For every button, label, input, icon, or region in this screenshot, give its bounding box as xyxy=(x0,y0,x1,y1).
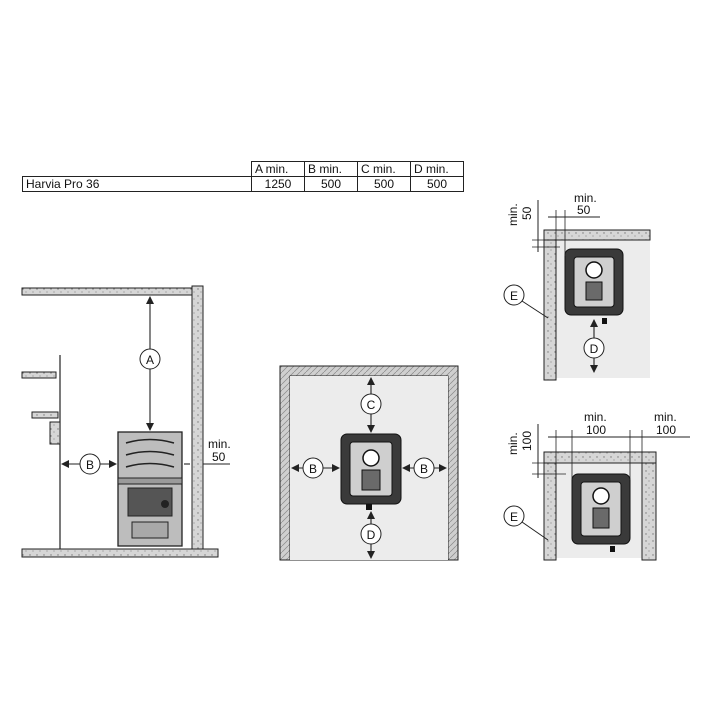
bench-step xyxy=(49,421,61,445)
floor xyxy=(21,548,219,558)
label-min-side: min. xyxy=(208,437,231,451)
dimensions-table: A min. B min. C min. D min. Harvia Pro 3… xyxy=(22,161,464,192)
label-min-v2: min. xyxy=(506,432,520,455)
label-min-h3: min. xyxy=(654,410,677,424)
wall-right-2 xyxy=(641,462,657,561)
side-wall xyxy=(191,285,204,551)
label-100-v2: 100 xyxy=(520,431,534,451)
model-name: Harvia Pro 36 xyxy=(22,176,252,192)
wall-top-2 xyxy=(543,451,657,464)
label-b-circle xyxy=(79,453,101,475)
value-b: 500 xyxy=(304,176,358,192)
top-view-center: C D B B xyxy=(279,365,459,561)
label-min-h1: min. xyxy=(574,191,597,205)
label-e-circle-2 xyxy=(503,505,525,527)
label-d-corner-circle xyxy=(583,337,605,359)
label-e-2: E xyxy=(510,510,518,524)
label-b-right-circle xyxy=(413,457,435,479)
label-50-v1: 50 xyxy=(520,206,534,220)
stove-top-center xyxy=(340,433,402,510)
wall-left xyxy=(543,239,557,381)
label-d-corner: D xyxy=(590,342,599,356)
corner-view-bottom: min. 100 min. 100 min. 100 E xyxy=(503,410,690,561)
label-min-h2: min. xyxy=(584,410,607,424)
stove-top-corner-2 xyxy=(571,473,631,552)
value-a: 1250 xyxy=(251,176,305,192)
side-view: A B min. 50 xyxy=(21,285,231,558)
label-b: B xyxy=(86,458,94,472)
label-100-h2: 100 xyxy=(586,423,606,437)
label-e-circle-1 xyxy=(503,284,525,306)
label-d: D xyxy=(367,528,376,542)
ceiling xyxy=(21,287,193,296)
label-e-1: E xyxy=(510,289,518,303)
label-a: A xyxy=(146,353,154,367)
label-c-circle xyxy=(360,393,382,415)
label-b-left: B xyxy=(309,462,317,476)
label-100-h3: 100 xyxy=(656,423,676,437)
label-min-v1: min. xyxy=(506,203,520,226)
label-b-right: B xyxy=(420,462,428,476)
table-row: Harvia Pro 36 1250 500 500 500 xyxy=(22,176,464,192)
label-a-circle xyxy=(139,348,161,370)
wall-left-2 xyxy=(543,462,557,561)
bench-lower xyxy=(31,411,59,419)
label-d-circle xyxy=(360,523,382,545)
value-d: 500 xyxy=(410,176,464,192)
value-c: 500 xyxy=(357,176,411,192)
label-50-h1: 50 xyxy=(577,203,591,217)
wall-top xyxy=(543,229,651,241)
label-b-left-circle xyxy=(302,457,324,479)
label-50-side: 50 xyxy=(212,450,226,464)
stove-top-corner-1 xyxy=(564,248,624,324)
label-c: C xyxy=(367,398,376,412)
stove-side xyxy=(117,431,183,547)
corner-view-top: min. 50 min. 50 D E xyxy=(503,191,651,381)
bench-upper xyxy=(21,371,57,379)
